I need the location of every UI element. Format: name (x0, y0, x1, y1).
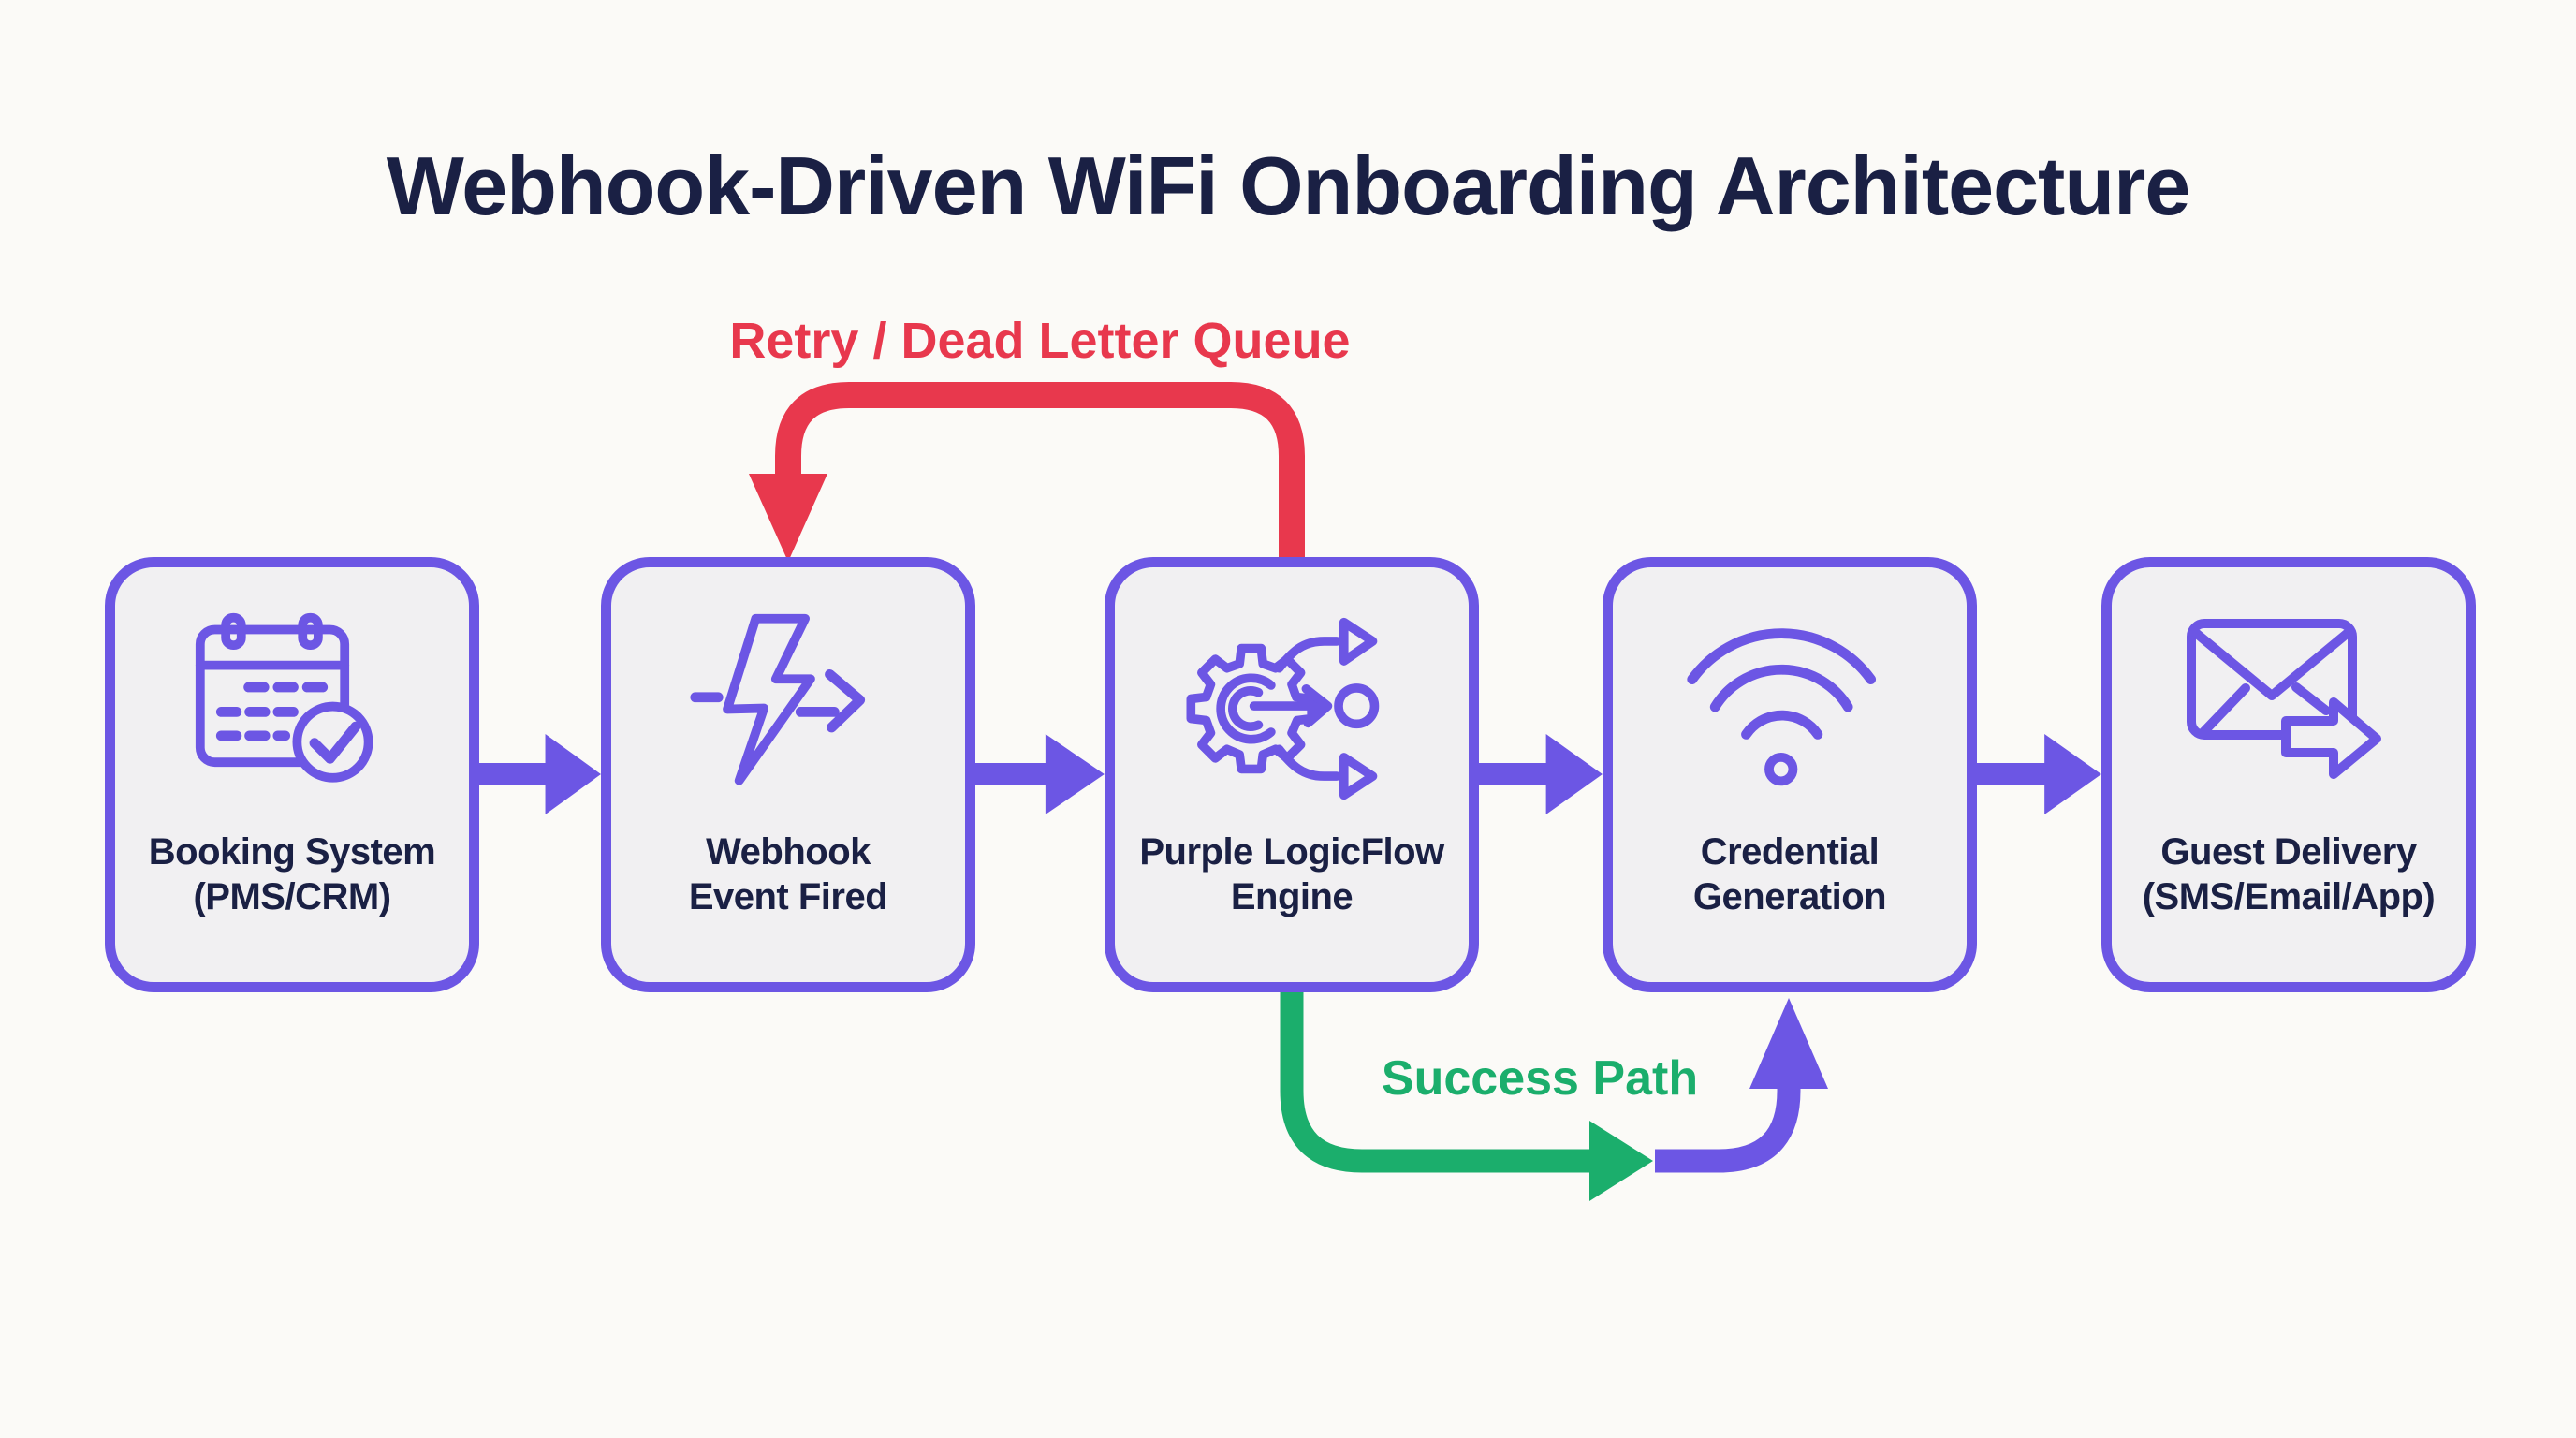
retry-path-label: Retry / Dead Letter Queue (729, 313, 1351, 369)
node-webhook-event-fired: Webhook Event Fired (601, 557, 975, 992)
success-path-label: Success Path (1381, 1051, 1699, 1106)
flow-arrow-3 (1477, 734, 1603, 814)
node-credential-generation: Credential Generation (1603, 557, 1977, 992)
node-guest-delivery: Guest Delivery (SMS/Email/App) (2101, 557, 2476, 992)
calendar-check-icon (183, 607, 402, 811)
node-booking-system: Booking System (PMS/CRM) (105, 557, 479, 992)
flow-arrow-2 (973, 734, 1105, 814)
page-title: Webhook-Driven WiFi Onboarding Architect… (386, 139, 2191, 232)
wifi-icon (1680, 607, 1900, 811)
node-label: Webhook Event Fired (688, 831, 888, 917)
lightning-bolt-icon (688, 607, 889, 811)
node-label: Guest Delivery (SMS/Email/App) (2142, 831, 2436, 917)
gear-flow-icon (1175, 607, 1409, 811)
node-label: Booking System (PMS/CRM) (148, 831, 436, 917)
node-label: Purple LogicFlow Engine (1139, 831, 1444, 917)
node-purple-logicflow-engine: Purple LogicFlow Engine (1105, 557, 1479, 992)
node-label: Credential Generation (1692, 831, 1887, 917)
flow-arrow-1 (477, 734, 601, 814)
flow-arrow-4 (1975, 734, 2101, 814)
retry-arrow (749, 382, 1305, 562)
envelope-send-icon (2176, 607, 2401, 811)
